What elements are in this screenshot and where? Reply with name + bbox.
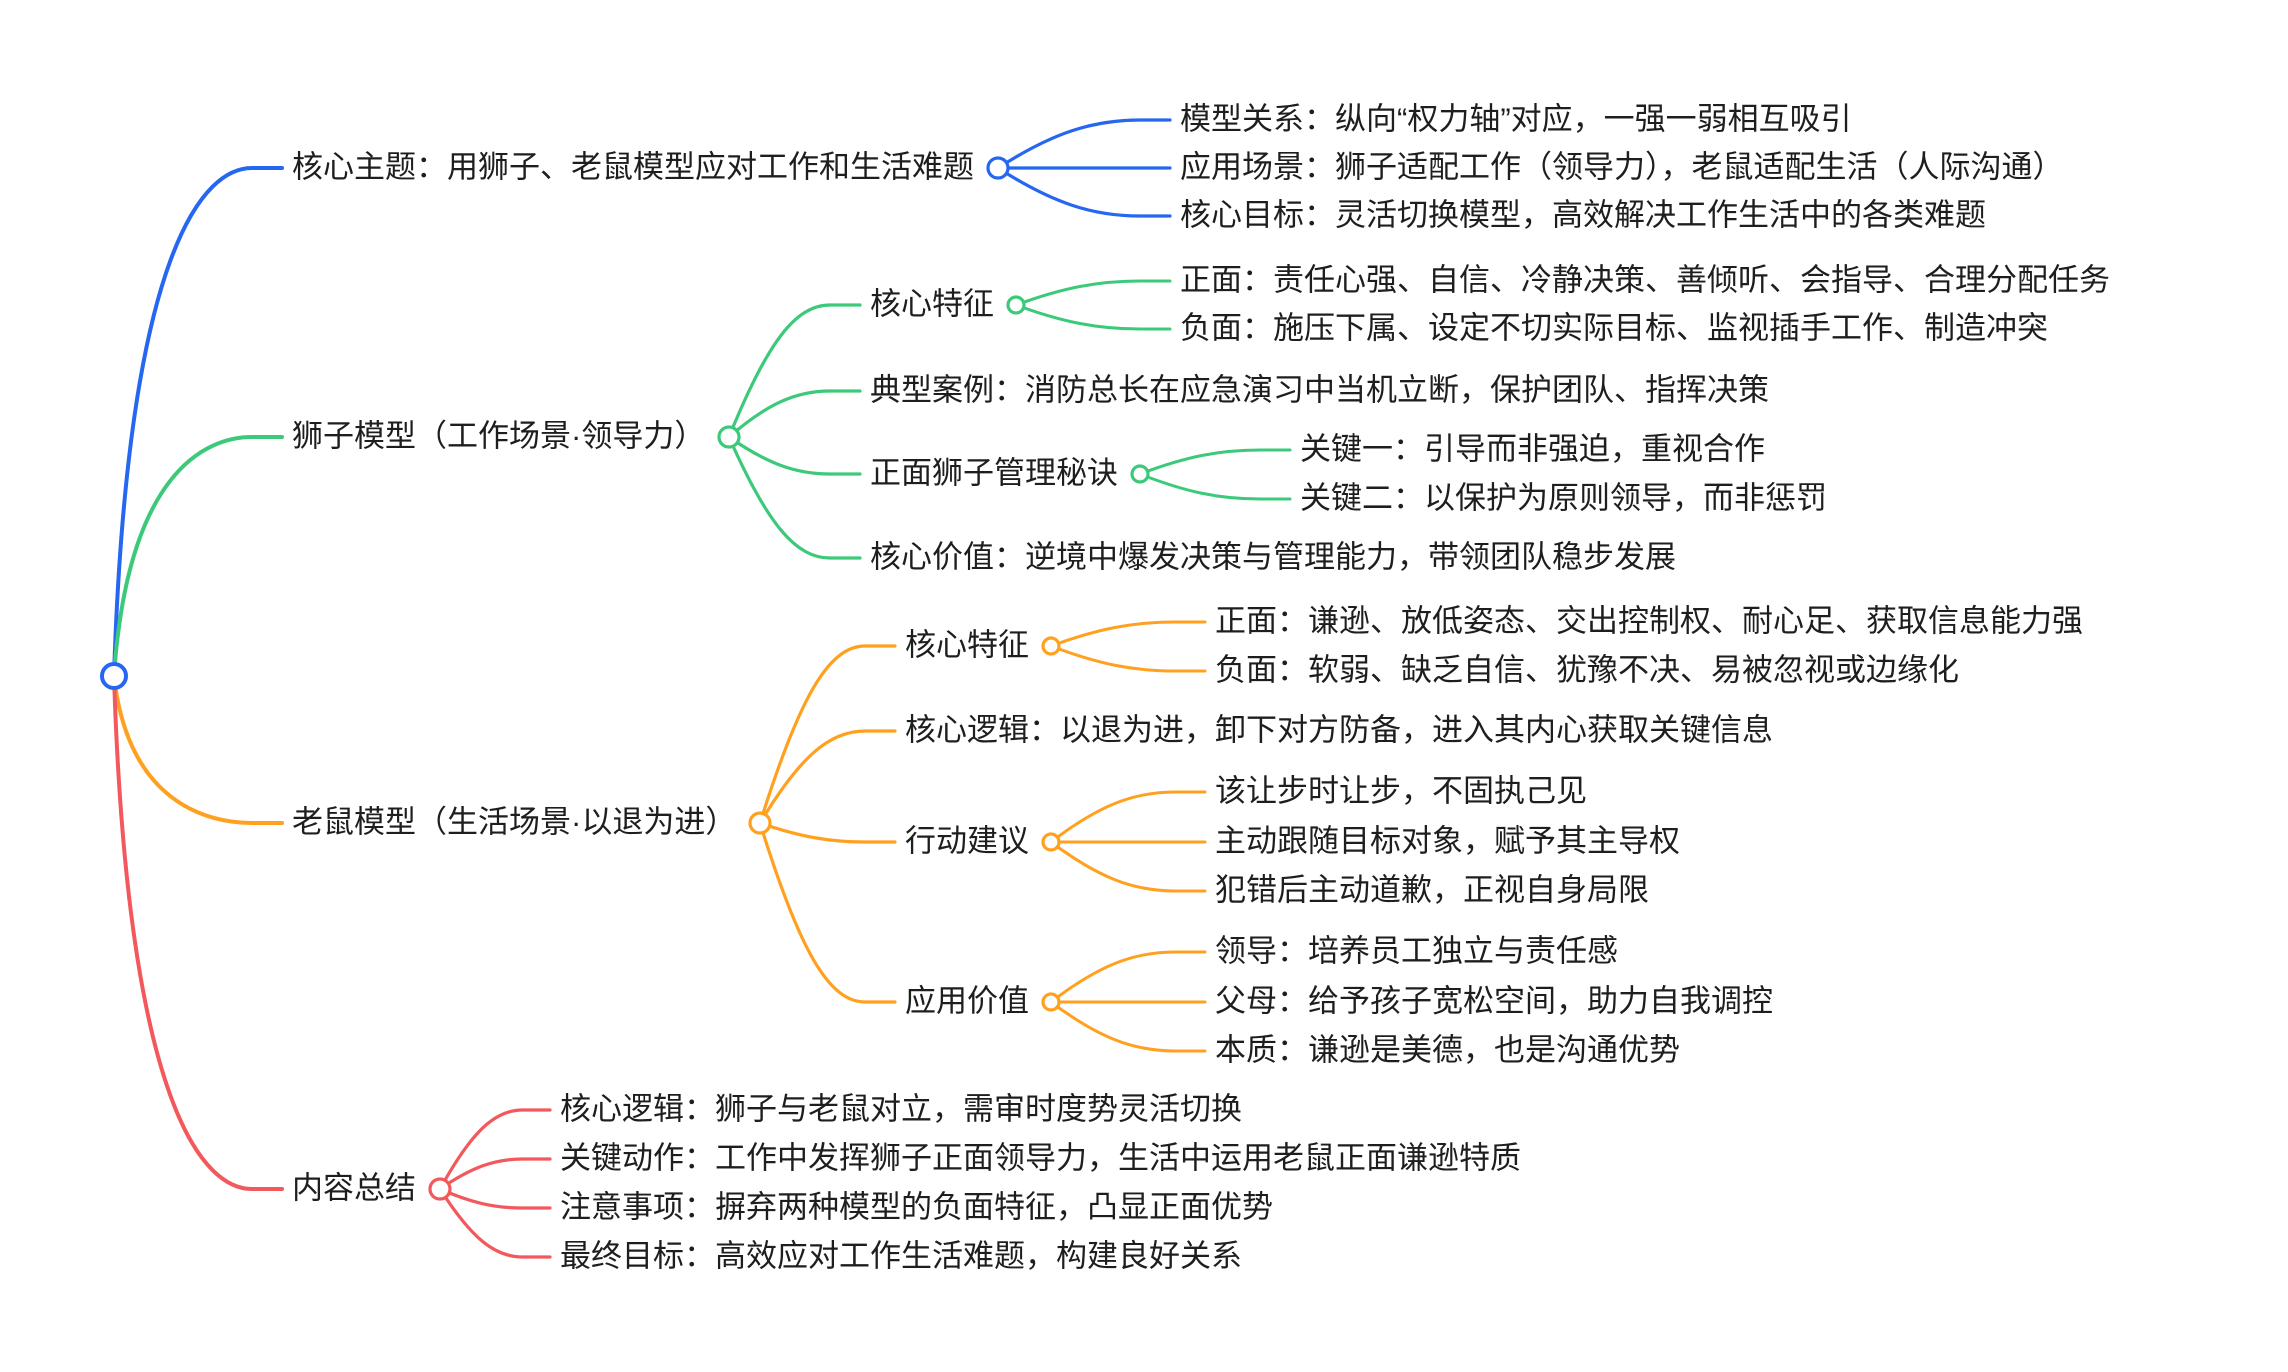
- node-summary-core-logic[interactable]: 核心逻辑：狮子与老鼠对立，需审时度势灵活切换: [560, 1091, 1242, 1127]
- edge-b2c0b: [1049, 644, 1207, 673]
- edge-b1c2b: [1138, 472, 1292, 501]
- node-mouse-core-traits[interactable]: 核心特征: [905, 627, 1029, 663]
- collapse-handle-b1c2[interactable]: [1130, 464, 1150, 484]
- root-node-circle[interactable]: [100, 662, 128, 690]
- edge-b3: [112, 674, 284, 1191]
- edge-b2: [112, 674, 284, 825]
- node-summary-key-action[interactable]: 关键动作：工作中发挥狮子正面领导力，生活中运用老鼠正面谦逊特质: [560, 1140, 1521, 1176]
- edge-b1: [112, 435, 284, 678]
- node-summary-final-goal[interactable]: 最终目标：高效应对工作生活难题，构建良好关系: [560, 1238, 1242, 1274]
- collapse-handle-b2c2[interactable]: [1041, 832, 1061, 852]
- node-core-theme[interactable]: 核心主题：用狮子、老鼠模型应对工作和生活难题: [292, 149, 974, 185]
- node-lion-negative-traits[interactable]: 负面：施压下属、设定不切实际目标、监视插手工作、制造冲突: [1180, 310, 2048, 346]
- node-mouse-advice-2[interactable]: 主动跟随目标对象，赋予其主导权: [1215, 823, 1680, 859]
- edge-b0: [112, 166, 284, 678]
- edge-b0c0: [996, 118, 1172, 170]
- collapse-handle-b3[interactable]: [428, 1177, 452, 1201]
- edge-b3c2: [438, 1187, 552, 1210]
- node-lion-positive-traits[interactable]: 正面：责任心强、自信、冷静决策、善倾听、会指导、合理分配任务: [1180, 262, 2110, 298]
- edge-b1c3: [727, 435, 862, 560]
- edge-b2c1: [758, 729, 897, 825]
- node-model-relation[interactable]: 模型关系：纵向“权力轴”对应，一强一弱相互吸引: [1180, 101, 1852, 137]
- node-summary-caution[interactable]: 注意事项：摒弃两种模型的负面特征，凸显正面优势: [560, 1189, 1273, 1225]
- node-mouse-model[interactable]: 老鼠模型（生活场景·以退为进）: [292, 804, 737, 840]
- edge-b1c2: [727, 435, 862, 476]
- collapse-handle-b0[interactable]: [986, 156, 1010, 180]
- node-lion-core-value[interactable]: 核心价值：逆境中爆发决策与管理能力，带领团队稳步发展: [870, 539, 1676, 575]
- node-lion-management-secrets[interactable]: 正面狮子管理秘诀: [870, 455, 1118, 491]
- edge-b3c3: [438, 1187, 552, 1259]
- node-mouse-value-parent[interactable]: 父母：给予孩子宽松空间，助力自我调控: [1215, 983, 1773, 1019]
- edge-b1c1: [727, 389, 862, 439]
- node-core-goal[interactable]: 核心目标：灵活切换模型，高效解决工作生活中的各类难题: [1180, 197, 1986, 233]
- edge-b1c0b: [1014, 303, 1172, 331]
- node-mouse-application-value[interactable]: 应用价值: [905, 983, 1029, 1019]
- edge-b1c0a: [1014, 279, 1172, 307]
- node-lion-core-traits[interactable]: 核心特征: [870, 286, 994, 322]
- edge-b2c3: [758, 821, 897, 1004]
- edge-b1c2a: [1138, 448, 1292, 476]
- edge-b2c2: [758, 821, 897, 844]
- edge-b2c0: [758, 644, 897, 825]
- collapse-handle-b2c3[interactable]: [1041, 992, 1061, 1012]
- edge-b3c1: [438, 1157, 552, 1191]
- edge-b2c2a: [1049, 790, 1207, 844]
- edge-b0c2: [996, 166, 1172, 218]
- collapse-handle-b1c0[interactable]: [1006, 295, 1026, 315]
- node-mouse-advice-3[interactable]: 犯错后主动道歉，正视自身局限: [1215, 872, 1649, 908]
- node-lion-secret-key2[interactable]: 关键二：以保护为原则领导，而非惩罚: [1300, 480, 1827, 516]
- node-lion-typical-case[interactable]: 典型案例：消防总长在应急演习中当机立断，保护团队、指挥决策: [870, 372, 1769, 408]
- node-mouse-value-essence[interactable]: 本质：谦逊是美德，也是沟通优势: [1215, 1032, 1680, 1068]
- node-mouse-action-advice[interactable]: 行动建议: [905, 823, 1029, 859]
- node-mouse-value-leader[interactable]: 领导：培养员工独立与责任感: [1215, 933, 1618, 969]
- node-mouse-positive-traits[interactable]: 正面：谦逊、放低姿态、交出控制权、耐心足、获取信息能力强: [1215, 603, 2083, 639]
- collapse-handle-b2c0[interactable]: [1041, 636, 1061, 656]
- node-mouse-negative-traits[interactable]: 负面：软弱、缺乏自信、犹豫不决、易被忽视或边缘化: [1215, 652, 1959, 688]
- node-mouse-core-logic[interactable]: 核心逻辑：以退为进，卸下对方防备，进入其内心获取关键信息: [905, 712, 1773, 748]
- collapse-handle-b1[interactable]: [717, 425, 741, 449]
- edge-b1c0: [727, 303, 862, 439]
- collapse-handle-b2[interactable]: [748, 811, 772, 835]
- node-lion-secret-key1[interactable]: 关键一：引导而非强迫，重视合作: [1300, 431, 1765, 467]
- edge-b2c0a: [1049, 620, 1207, 648]
- edge-b3c0: [438, 1108, 552, 1191]
- edge-b2c3c: [1049, 1000, 1207, 1053]
- node-mouse-advice-1[interactable]: 该让步时让步，不固执己见: [1215, 773, 1587, 809]
- node-lion-model[interactable]: 狮子模型（工作场景·领导力）: [292, 418, 706, 454]
- edge-b2c3a: [1049, 950, 1207, 1004]
- node-summary[interactable]: 内容总结: [292, 1170, 416, 1206]
- node-application-scenario[interactable]: 应用场景：狮子适配工作（领导力），老鼠适配生活（人际沟通）: [1180, 149, 2064, 185]
- edge-b2c2c: [1049, 840, 1207, 893]
